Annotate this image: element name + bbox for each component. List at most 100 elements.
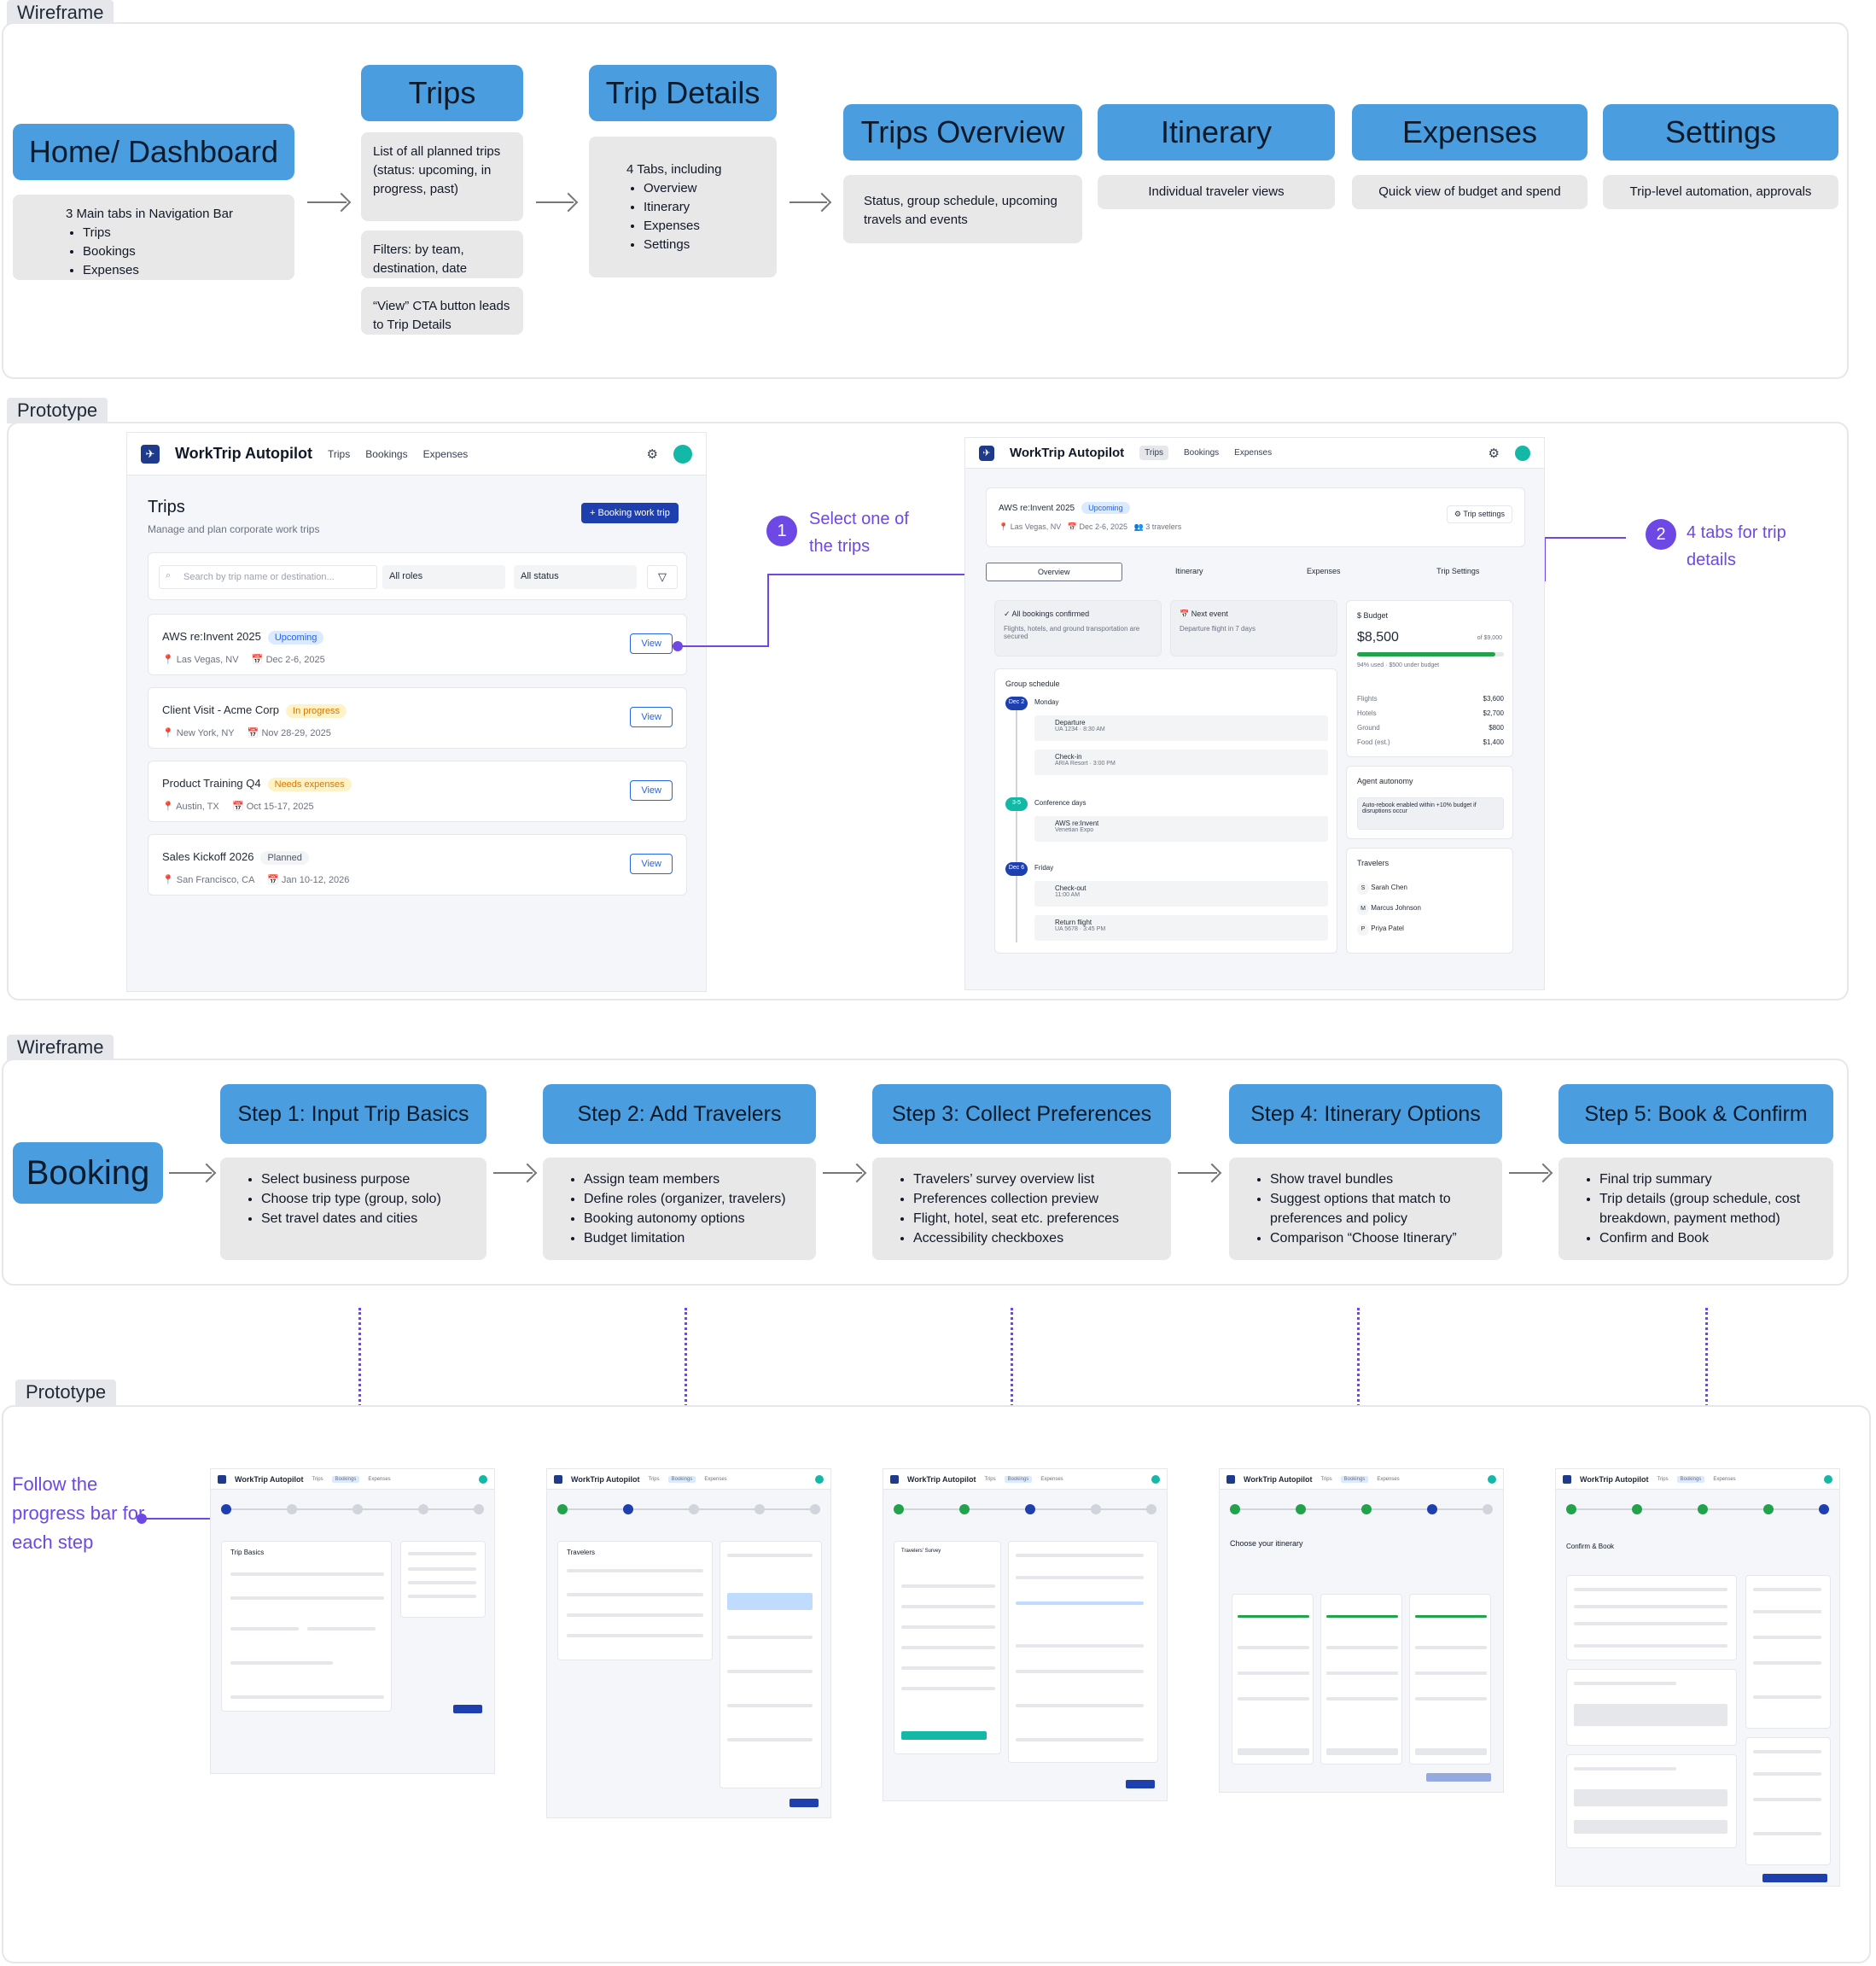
nav-expenses: Expenses [368,1476,391,1482]
tab-overview[interactable]: Overview [986,563,1122,581]
flow-arrow [789,201,827,203]
tab-note-overview: Status, group schedule, upcoming travels… [843,175,1082,243]
booking-summary-panel [1566,1575,1737,1660]
view-button[interactable]: View [630,707,673,727]
flow-arrow [169,1172,212,1174]
trip-details-intro: 4 Tabs, including [626,162,722,177]
screen-title: Travelers [567,1549,596,1556]
gear-icon[interactable]: ⚙ [1488,446,1500,461]
trip-dates: Nov 28-29, 2025 [261,728,331,738]
section-label-wireframe: Wireframe [7,0,114,26]
home-item: Trips [83,224,283,242]
payment-panel [1566,1754,1737,1848]
next-event-title: 📅 Next event [1180,610,1228,618]
avatar [1151,1474,1160,1484]
nav-bookings[interactable]: Bookings [1184,448,1220,458]
bundle-card [1320,1594,1402,1765]
step5-note: Final trip summaryTrip details (group sc… [1558,1158,1833,1260]
budget-title-text: Budget [1363,611,1389,620]
trip-details-item: Settings [644,236,765,254]
next-event-desc: Departure flight in 7 days [1180,625,1256,633]
nav-trips: Trips [1320,1476,1332,1482]
section-label-wireframe: Wireframe [7,1035,114,1060]
step-item: Accessibility checkboxes [913,1228,1154,1248]
trips-note-filters: Filters: by team, destination, date [361,230,523,278]
nav-trips[interactable]: Trips [1139,446,1169,460]
autonomy-desc: Auto-rebook enabled within +10% budget i… [1357,797,1504,830]
confirm-book-button[interactable] [1762,1874,1827,1882]
progress-bar [221,1504,484,1514]
plane-logo-icon: ✈ [979,445,994,461]
step-item: Travelers’ survey overview list [913,1170,1154,1189]
app-brand: WorkTrip Autopilot [175,445,312,462]
nav-trips: Trips [1657,1476,1669,1482]
day-label: Conference days [1034,799,1087,807]
app-brand: WorkTrip Autopilot [235,1474,304,1484]
budget-amount: $8,500 [1357,630,1399,645]
next-button[interactable] [1126,1780,1155,1788]
tab-trip-settings[interactable]: Trip Settings [1436,567,1480,575]
plane-logo-icon [1563,1474,1571,1484]
trip-location: Las Vegas, NV [1010,522,1062,531]
dotted-connector [358,1308,361,1427]
continue-button[interactable] [1426,1773,1491,1782]
step-item: Final trip summary [1599,1170,1820,1189]
trip-location: San Francisco, CA [176,875,254,885]
progress-bar [557,1504,820,1514]
event-title: Return flight [1055,919,1092,926]
step1-node: Step 1: Input Trip Basics [220,1084,486,1144]
step-item: Show travel bundles [1270,1170,1485,1189]
trip-settings-button[interactable]: ⚙ Trip settings [1446,505,1512,523]
avatar[interactable] [673,444,692,464]
filter-icon[interactable]: ▽ [647,565,678,589]
nav-bookings[interactable]: Bookings [365,447,408,460]
home-tab-list: Trips Bookings Expenses [66,224,283,280]
status-select[interactable]: All status [514,565,637,589]
roles-select[interactable]: All roles [382,565,505,589]
budget-card: $ Budget $8,500 of $9,000 94% used · $50… [1346,600,1513,757]
gear-icon[interactable]: ⚙ [646,446,658,462]
tab-itinerary[interactable]: Itinerary [1174,567,1203,575]
trip-name-text: Product Training Q4 [162,777,261,790]
flow-arrow [536,201,574,203]
nav-bookings: Bookings [1340,1475,1369,1483]
dotted-connector [1705,1308,1708,1427]
next-button[interactable] [789,1799,819,1807]
confirmed-desc: Flights, hotels, and ground transportati… [1004,625,1140,640]
guidelines-panel [720,1541,822,1788]
budget-progress-fill [1357,652,1495,656]
trips-node: Trips [361,65,523,121]
step-item: Comparison “Choose Itinerary” [1270,1228,1485,1248]
view-button[interactable]: View [630,780,673,801]
nav-expenses[interactable]: Expenses [422,447,469,460]
tab-expenses[interactable]: Expenses [1306,567,1341,575]
trips-note-list: List of all planned trips (status: upcom… [361,132,523,221]
nav-bookings: Bookings [1004,1475,1033,1483]
trips-app-screen: ✈ WorkTrip Autopilot Trips Bookings Expe… [126,432,707,992]
new-trip-button[interactable]: + Booking work trip [581,503,679,523]
view-button[interactable]: View [630,633,673,654]
budget-breakdown: Flights$3,600 Hotels$2,700 Ground$800 Fo… [1357,691,1504,750]
plane-logo-icon: ✈ [141,444,160,464]
next-button[interactable] [453,1705,482,1713]
app-brand: WorkTrip Autopilot [1580,1474,1649,1484]
trip-meta: 📍 Austin, TX 📅 Oct 15-17, 2025 [162,802,314,812]
view-button[interactable]: View [630,854,673,874]
nav-expenses[interactable]: Expenses [1234,448,1273,458]
screen-title: Travelers' Survey [901,1549,941,1554]
step-item: Select business purpose [261,1170,469,1189]
booking-node: Booking [13,1142,163,1204]
avatar[interactable] [1515,445,1530,461]
plane-logo-icon [218,1474,226,1484]
search-input[interactable]: Search by trip name or destination... [159,565,377,589]
nav-trips[interactable]: Trips [327,447,351,460]
step-item: Trip details (group schedule, cost break… [1599,1189,1820,1228]
